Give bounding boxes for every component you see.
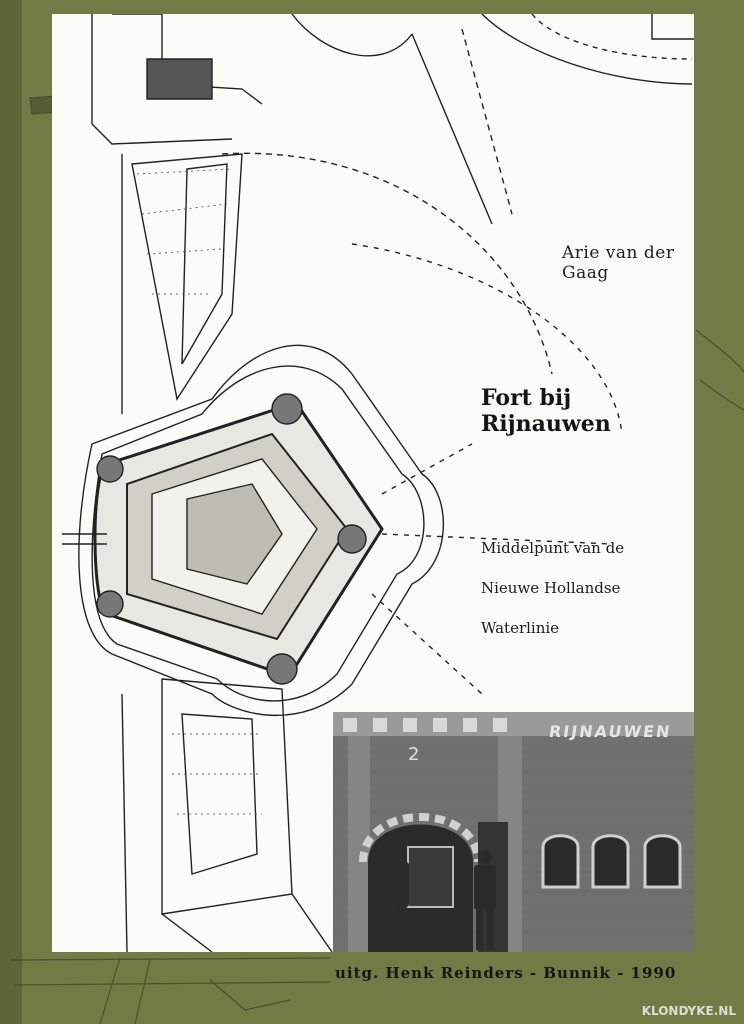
book-title: Fort bij Rijnauwen (481, 385, 611, 437)
photo-illustration: 2 (333, 712, 694, 952)
site-watermark: KLONDYKE.NL (642, 1004, 736, 1018)
publisher-line: uitg. Henk Reinders - Bunnik - 1990 (335, 964, 677, 982)
author-name: Arie van der Gaag (562, 243, 675, 283)
watermark-text: KLONDYKE.NL (641, 1004, 736, 1018)
wall-lettering: RIJNAUWEN (547, 722, 673, 741)
book-subtitle: Middelpunt van de Nieuwe Hollandse Water… (481, 528, 624, 648)
door-number: 2 (408, 744, 419, 765)
fort-photograph: 2 RIJNAUWEN (333, 712, 694, 952)
subtitle-line: Middelpunt van de (481, 539, 625, 557)
subtitle-line: Waterlinie (481, 619, 560, 637)
subtitle-line: Nieuwe Hollandse (481, 579, 621, 597)
cover-spine-edge (0, 0, 22, 1024)
fort-map-drawing (62, 14, 694, 952)
